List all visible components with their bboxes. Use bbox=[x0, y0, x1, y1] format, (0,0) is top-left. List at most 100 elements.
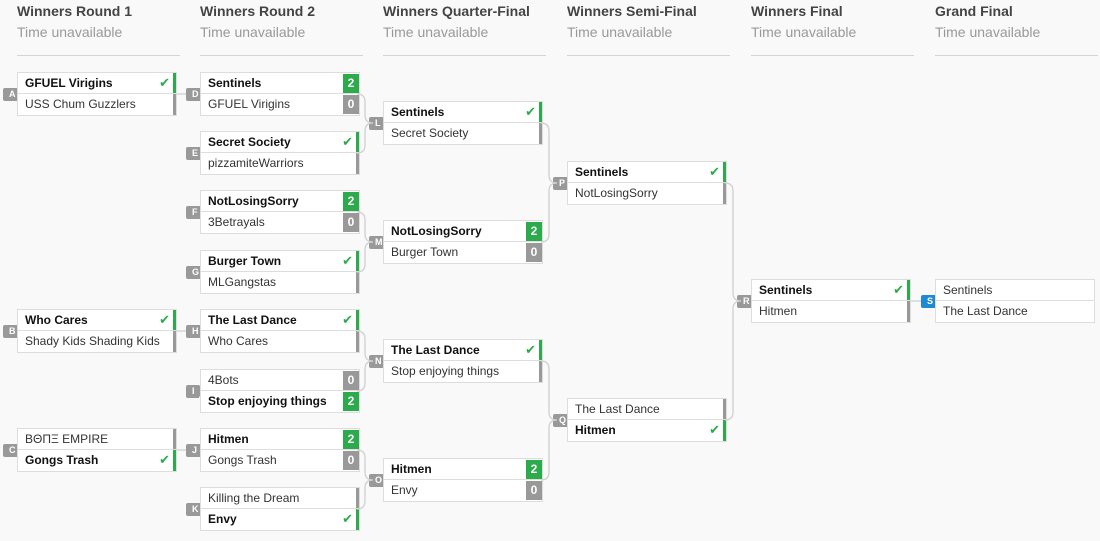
team-row[interactable]: GFUEL Virigins✔ bbox=[17, 72, 177, 94]
team-row[interactable]: Hitmen bbox=[751, 301, 911, 323]
round-divider bbox=[200, 55, 363, 56]
team-name: Envy bbox=[208, 512, 237, 526]
team-score: 2 bbox=[343, 392, 359, 411]
bracket-connector bbox=[540, 182, 558, 243]
team-row[interactable]: Sentinels✔ bbox=[383, 101, 543, 123]
team-row[interactable]: Gongs Trash✔ bbox=[17, 450, 177, 472]
team-name: Secret Society bbox=[391, 126, 469, 140]
team-score: 2 bbox=[526, 222, 542, 241]
checkmark-icon: ✔ bbox=[342, 511, 353, 526]
team-row[interactable]: The Last Dance bbox=[567, 398, 727, 420]
team-row[interactable]: Secret Society bbox=[383, 123, 543, 145]
checkmark-icon: ✔ bbox=[709, 422, 720, 437]
team-row[interactable]: Sentinels✔ bbox=[751, 279, 911, 301]
team-name: Sentinels bbox=[575, 165, 629, 179]
team-name: Who Cares bbox=[25, 313, 88, 327]
team-name: The Last Dance bbox=[943, 304, 1028, 318]
team-score: 2 bbox=[526, 460, 542, 479]
bracket-connector bbox=[356, 211, 374, 243]
checkmark-icon: ✔ bbox=[159, 312, 170, 327]
team-row[interactable]: Hitmen 2 bbox=[383, 458, 543, 480]
round-title: Winners Final bbox=[751, 3, 843, 19]
team-row[interactable]: Burger Town✔ bbox=[200, 250, 360, 272]
team-row[interactable]: The Last Dance✔ bbox=[200, 309, 360, 331]
result-indicator bbox=[539, 123, 542, 144]
team-row[interactable]: USS Chum Guzzlers bbox=[17, 94, 177, 116]
result-indicator bbox=[173, 94, 176, 115]
checkmark-icon: ✔ bbox=[342, 253, 353, 268]
result-indicator bbox=[723, 420, 726, 441]
bracket-connector bbox=[540, 360, 558, 421]
round-divider bbox=[567, 55, 730, 56]
team-row[interactable]: MLGangstas bbox=[200, 272, 360, 294]
team-row[interactable]: Sentinels bbox=[935, 279, 1095, 301]
team-row[interactable]: Who Cares ✔ bbox=[17, 309, 177, 331]
team-name: Gongs Trash bbox=[25, 453, 99, 467]
team-name: Sentinels bbox=[208, 76, 262, 90]
team-row[interactable]: Secret Society ✔ bbox=[200, 131, 360, 153]
team-name: pizzamiteWarriors bbox=[208, 156, 304, 170]
result-indicator bbox=[356, 251, 359, 271]
team-row[interactable]: Hitmen✔ bbox=[567, 420, 727, 442]
team-name: GFUEL Virigins bbox=[25, 76, 113, 90]
bracket-connector bbox=[540, 122, 558, 184]
bracket-connector bbox=[540, 419, 558, 481]
team-row[interactable]: pizzamiteWarriors bbox=[200, 153, 360, 175]
bracket-connector bbox=[724, 182, 742, 302]
team-row[interactable]: Who Cares bbox=[200, 331, 360, 353]
team-row[interactable]: Stop enjoying things bbox=[383, 361, 543, 383]
team-row[interactable]: Sentinels✔ bbox=[567, 161, 727, 183]
team-row[interactable]: ΒΘΠΞ EMPIRE bbox=[17, 428, 177, 450]
round-divider bbox=[383, 55, 546, 56]
round-divider bbox=[17, 55, 180, 56]
bracket-connector bbox=[356, 241, 374, 273]
checkmark-icon: ✔ bbox=[342, 134, 353, 149]
team-name: Hitmen bbox=[391, 462, 432, 476]
team-row[interactable]: Killing the Dream bbox=[200, 487, 360, 509]
result-indicator bbox=[723, 162, 726, 182]
team-name: Hitmen bbox=[208, 432, 249, 446]
team-name: MLGangstas bbox=[208, 275, 277, 289]
team-row[interactable]: Envy ✔ bbox=[200, 509, 360, 531]
round-time: Time unavailable bbox=[567, 24, 673, 40]
team-score: 0 bbox=[343, 213, 359, 232]
team-row[interactable]: Shady Kids Shading Kids bbox=[17, 331, 177, 353]
team-row[interactable]: The Last Dance bbox=[935, 301, 1095, 323]
checkmark-icon: ✔ bbox=[525, 104, 536, 119]
round-title: Grand Final bbox=[935, 3, 1013, 19]
team-row[interactable]: The Last Dance✔ bbox=[383, 339, 543, 361]
team-name: Secret Society bbox=[208, 135, 291, 149]
team-row[interactable]: NotLosingSorry bbox=[567, 183, 727, 205]
